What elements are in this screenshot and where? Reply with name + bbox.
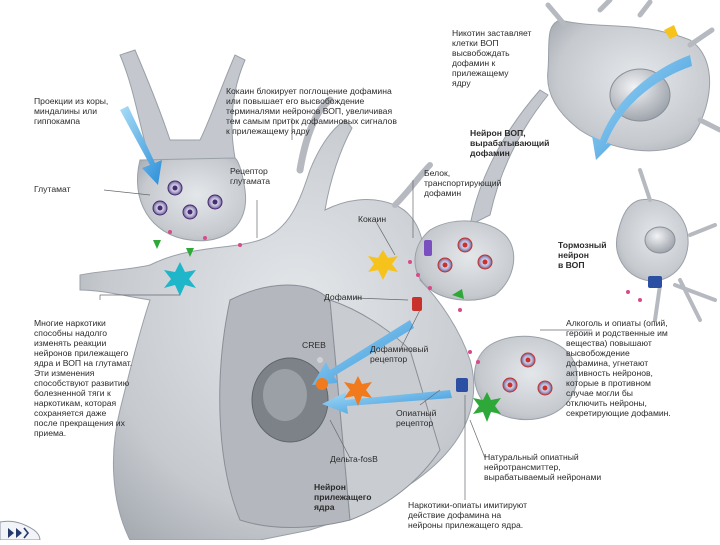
burst-orange [344, 376, 372, 406]
creb-marker [316, 378, 328, 390]
label-cocaine: Кокаин [358, 214, 387, 224]
label-nicotine: Никотин заставляет клетки ВОП высвобожда… [452, 28, 532, 88]
burst-green [473, 392, 501, 422]
dopamine-molecules [168, 230, 642, 364]
label-dopamine: Дофамин [324, 292, 363, 302]
inhibitory-receptor [648, 276, 662, 288]
label-opiate-receptor: Опиатный рецептор [396, 408, 437, 428]
leader-lines [99, 118, 592, 500]
label-cortex-projections: Проекции из коры, миндалины или гиппокам… [34, 96, 109, 126]
signal-arrow [592, 55, 692, 160]
cortical-terminal [119, 49, 247, 242]
label-delta-fosb: Дельта-fosB [330, 454, 378, 464]
label-narcotics-opiates: Наркотики-опиаты имитируют действие дофа… [408, 500, 528, 530]
label-glutamate: Глутамат [34, 184, 71, 194]
inhibitory-neuron [616, 168, 717, 322]
burst-yellow [368, 250, 398, 280]
label-dopamine-receptor: Дофаминовый рецептор [370, 344, 429, 364]
label-glutamate-receptor: Рецептор глутамата [230, 166, 270, 186]
glutamate-receptor [153, 240, 161, 249]
label-many-drugs: Многие наркотики способны надолго изменя… [34, 318, 133, 438]
label-nucleus-accumbens: Нейрон прилежащего ядра [314, 482, 372, 512]
signal-arrow [322, 390, 452, 414]
skip-button[interactable] [0, 518, 44, 541]
label-alcohol-opiates: Алкоголь и опиаты (опий, героин и родств… [566, 318, 671, 418]
signal-arrow [312, 320, 414, 385]
opiate-terminal [456, 335, 578, 421]
dopamine-receptor [412, 297, 422, 311]
vta-terminal [414, 220, 515, 301]
nucleus-accumbens-neuron [79, 96, 475, 540]
label-inhibitory-neuron: Тормозный нейрон в ВОП [558, 240, 607, 270]
transporter-protein [424, 240, 432, 256]
label-natural-opiate: Натуральный опиатный нейротрансмиттер, в… [484, 452, 602, 482]
burst-cyan [164, 262, 196, 296]
label-cocaine-blocks: Кокаин блокирует поглощение дофамина или… [226, 86, 397, 136]
signal-arrow [120, 106, 162, 185]
label-creb: CREB [302, 340, 326, 350]
label-transporter: Белок, транспортирующий дофамин [424, 168, 502, 198]
label-vta-neuron: Нейрон ВОП, вырабатывающий дофамин [470, 128, 550, 158]
opiate-receptor [456, 378, 468, 392]
skip-icon [0, 520, 41, 541]
